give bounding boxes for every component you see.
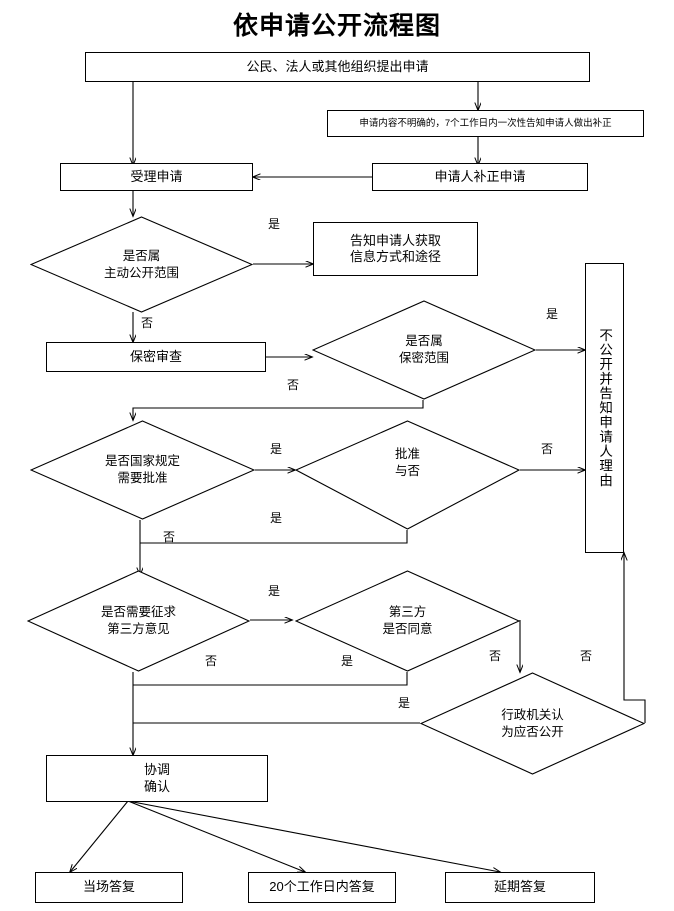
node-inform-channel-line1: 告知申请人获取	[349, 232, 441, 248]
edge-label-secret-scope-yes: 是	[546, 307, 559, 321]
page-title: 依申请公开流程图	[232, 13, 441, 40]
decision-approved-or-not-line1: 批准	[394, 447, 420, 462]
node-reply-20-working-days-label: 20个工作日内答复	[269, 879, 375, 895]
node-unclear-note[interactable]: 申请内容不明确的，7个工作日内一次性告知申请人做出补正	[327, 110, 644, 137]
edge-label-approved-yes: 是	[270, 511, 283, 525]
edge-label-secret-scope-no: 否	[287, 378, 300, 392]
node-inform-channel[interactable]: 告知申请人获取 信息方式和途径	[313, 222, 478, 276]
decision-secret-scope[interactable]: 是否属 保密范围	[312, 300, 536, 400]
edge-label-agency-no: 否	[580, 649, 593, 663]
node-accept-application[interactable]: 受理申请	[60, 163, 253, 191]
node-coordinate-line1: 协调	[143, 762, 170, 778]
decision-third-party-agreement[interactable]: 第三方 是否同意	[295, 570, 520, 672]
decision-active-disclosure-scope-line1: 是否属	[122, 248, 161, 263]
node-no-disclosure-notice[interactable]: 不公开并告知申请人理由	[585, 263, 624, 553]
edge-label-third-party-no: 否	[205, 654, 218, 668]
node-reply-extended-label: 延期答复	[493, 879, 546, 895]
edge-label-third-party-yes: 是	[268, 584, 281, 598]
node-apply-label: 公民、法人或其他组织提出申请	[246, 58, 429, 74]
decision-agency-disclosure-judgment-line2: 为应否公开	[501, 724, 564, 739]
decision-active-disclosure-scope-line2: 主动公开范围	[103, 265, 179, 280]
decision-state-approval-required-line1: 是否国家规定	[104, 454, 180, 469]
node-coordinate-confirm[interactable]: 协调 确认	[46, 755, 268, 802]
edge-label-state-approval-yes: 是	[270, 442, 283, 456]
decision-approved-or-not[interactable]: 批准 与否	[295, 420, 520, 530]
edge-label-third-agree-no: 否	[489, 649, 502, 663]
decision-third-party-consultation-line2: 第三方意见	[107, 622, 170, 636]
edge-label-approved-no: 否	[541, 442, 554, 456]
decision-approved-or-not-line2: 与否	[394, 464, 420, 478]
decision-third-party-agreement-line2: 是否同意	[382, 622, 433, 636]
node-apply[interactable]: 公民、法人或其他组织提出申请	[85, 52, 590, 82]
node-unclear-note-label: 申请内容不明确的，7个工作日内一次性告知申请人做出补正	[359, 117, 612, 129]
node-inform-channel-line2: 信息方式和途径	[349, 249, 441, 264]
decision-state-approval-required-line2: 需要批准	[117, 471, 168, 485]
decision-secret-scope-line1: 是否属	[405, 334, 443, 349]
node-accept-application-label: 受理申请	[130, 168, 183, 184]
decision-third-party-consultation[interactable]: 是否需要征求 第三方意见	[27, 570, 250, 672]
node-reply-extended[interactable]: 延期答复	[445, 872, 595, 903]
node-secrecy-review-label: 保密审查	[129, 348, 182, 364]
node-no-disclosure-notice-label: 不公开并告知申请人理由	[597, 328, 613, 488]
node-reply-onsite-label: 当场答复	[82, 879, 135, 895]
edge-label-active-scope-yes: 是	[268, 217, 281, 231]
decision-agency-disclosure-judgment-line1: 行政机关认	[501, 707, 564, 722]
decision-third-party-consultation-line1: 是否需要征求	[100, 605, 176, 620]
decision-third-party-agreement-line1: 第三方	[388, 605, 427, 620]
decision-agency-disclosure-judgment[interactable]: 行政机关认 为应否公开	[420, 672, 645, 775]
edge-label-state-approval-no: 否	[163, 530, 176, 544]
edge-label-active-scope-no: 否	[141, 316, 154, 330]
node-reply-20-working-days[interactable]: 20个工作日内答复	[248, 872, 396, 903]
edge-label-third-agree-yes: 是	[341, 654, 354, 668]
node-applicant-supplement[interactable]: 申请人补正申请	[372, 163, 588, 191]
decision-state-approval-required[interactable]: 是否国家规定 需要批准	[30, 420, 255, 520]
decision-secret-scope-line2: 保密范围	[398, 351, 449, 365]
node-secrecy-review[interactable]: 保密审查	[46, 342, 266, 372]
node-coordinate-line2: 确认	[143, 778, 170, 794]
node-reply-onsite[interactable]: 当场答复	[35, 872, 183, 903]
node-applicant-supplement-label: 申请人补正申请	[434, 168, 526, 184]
decision-active-disclosure-scope[interactable]: 是否属 主动公开范围	[30, 216, 253, 313]
edge-label-agency-yes: 是	[398, 696, 411, 710]
